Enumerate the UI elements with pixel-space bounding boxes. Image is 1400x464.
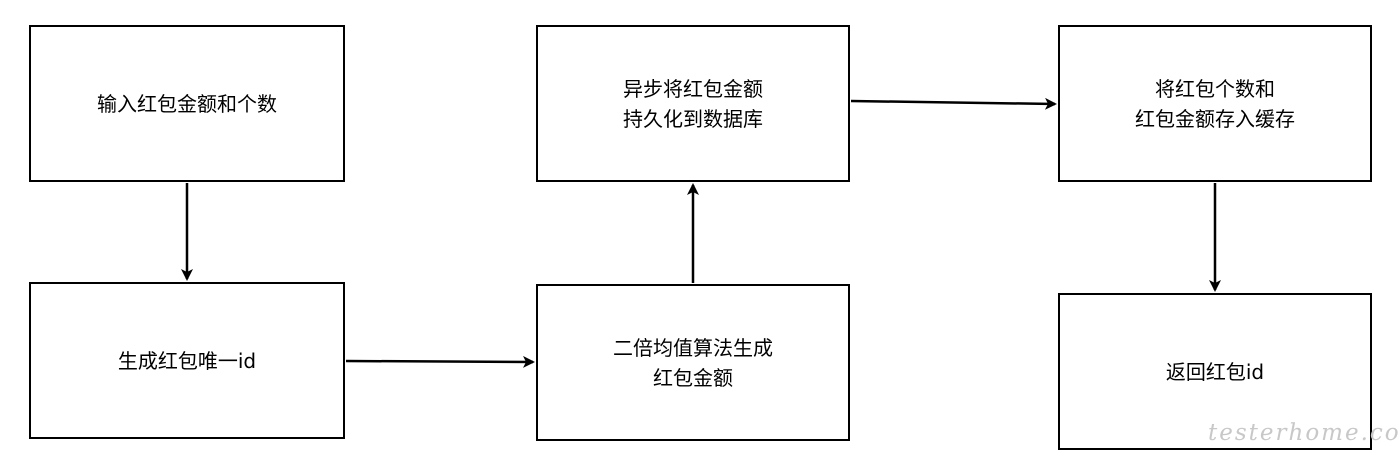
node-label-line: 异步将红包金额 xyxy=(623,76,763,101)
node-async-persist: 异步将红包金额 持久化到数据库 xyxy=(536,25,850,182)
node-store-cache: 将红包个数和 红包金额存入缓存 xyxy=(1058,25,1372,182)
node-input-amount-count: 输入红包金额和个数 xyxy=(29,25,345,182)
node-label-line: 红包金额存入缓存 xyxy=(1135,106,1295,131)
arrow-async-to-cache xyxy=(850,97,1057,110)
node-label-line: 持久化到数据库 xyxy=(623,106,763,131)
node-label-line: 二倍均值算法生成 xyxy=(613,335,773,360)
node-label-line: 生成红包唯一id xyxy=(117,348,257,373)
watermark: testerhome.com xyxy=(1208,420,1400,446)
node-generate-unique-id: 生成红包唯一id xyxy=(29,282,345,439)
node-label-line: 红包金额 xyxy=(653,365,733,390)
node-double-mean-algorithm: 二倍均值算法生成 红包金额 xyxy=(536,284,850,441)
node-label-line: 输入红包金额和个数 xyxy=(97,91,277,116)
node-label-line: 返回红包id xyxy=(1165,359,1265,384)
node-label-line: 将红包个数和 xyxy=(1155,76,1275,101)
arrow-uid-to-algo xyxy=(345,355,535,368)
node-return-id: 返回红包id xyxy=(1058,293,1372,450)
